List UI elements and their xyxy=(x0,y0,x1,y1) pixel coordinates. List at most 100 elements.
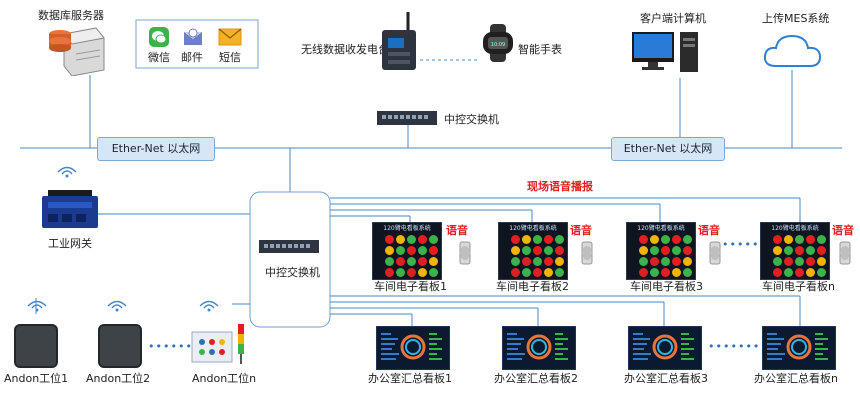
status-light xyxy=(511,246,520,255)
status-light xyxy=(407,246,416,255)
status-light xyxy=(817,235,826,244)
andon-station-1-device xyxy=(14,324,58,368)
ethernet-pill-left: Ether-Net 以太网 xyxy=(97,137,215,161)
status-light xyxy=(396,235,405,244)
workshop-board-3-screen: 120臂电看板系统 xyxy=(626,222,696,280)
speaker-icon xyxy=(839,241,851,265)
status-light xyxy=(407,235,416,244)
status-light xyxy=(817,257,826,266)
office-board-3-screen xyxy=(628,326,702,370)
client-computer-label: 客户端计算机 xyxy=(640,12,706,25)
workshop-board-label-3: 车间电子看板3 xyxy=(630,280,703,293)
status-light xyxy=(418,235,427,244)
gateway-label: 工业网关 xyxy=(48,237,92,250)
watch-label: 智能手表 xyxy=(518,43,562,56)
status-light xyxy=(385,235,394,244)
status-light xyxy=(407,257,416,266)
status-light xyxy=(650,246,659,255)
db-server-label: 数据库服务器 xyxy=(38,9,104,22)
status-light xyxy=(429,246,438,255)
office-board-2-screen xyxy=(502,326,576,370)
status-light xyxy=(683,246,692,255)
status-light xyxy=(385,257,394,266)
dashboard-graphics xyxy=(767,333,828,360)
status-light xyxy=(555,268,564,277)
status-light xyxy=(639,246,648,255)
status-light xyxy=(418,257,427,266)
office-board-label-n: 办公室汇总看板n xyxy=(754,372,838,385)
cloud-icon xyxy=(763,34,822,67)
top-switch-label: 中控交换机 xyxy=(444,113,499,126)
status-light xyxy=(806,268,815,277)
status-light xyxy=(555,257,564,266)
status-light xyxy=(396,268,405,277)
office-board-1-screen xyxy=(376,326,450,370)
wifi-signal-icon xyxy=(199,300,219,312)
status-light xyxy=(429,268,438,277)
status-light xyxy=(661,235,670,244)
voice-tag-n: 语音 xyxy=(832,224,854,237)
status-light xyxy=(773,235,782,244)
status-light xyxy=(533,246,542,255)
voice-tag-3: 语音 xyxy=(698,224,720,237)
status-light xyxy=(544,235,553,244)
speaker-icon xyxy=(459,241,471,265)
status-light xyxy=(661,257,670,266)
voice-tag-1: 语音 xyxy=(446,224,468,237)
top-switch-icon xyxy=(377,111,437,125)
speaker-icon xyxy=(709,241,721,265)
status-light xyxy=(511,257,520,266)
status-light xyxy=(806,235,815,244)
andon-label-2: Andon工位2 xyxy=(86,372,151,385)
industrial-gateway-icon xyxy=(42,190,98,228)
andon-box-icon xyxy=(191,324,244,364)
mes-label: 上传MES系统 xyxy=(762,12,830,25)
status-light xyxy=(672,257,681,266)
status-light xyxy=(672,235,681,244)
workshop-board-n-screen: 120臂电看板系统 xyxy=(760,222,830,280)
wechat-icon xyxy=(149,27,169,47)
status-light xyxy=(650,235,659,244)
status-light xyxy=(533,235,542,244)
status-light xyxy=(396,246,405,255)
status-light xyxy=(555,235,564,244)
status-light xyxy=(555,246,564,255)
status-light xyxy=(817,268,826,277)
status-light xyxy=(429,235,438,244)
dashboard-graphics xyxy=(381,333,442,360)
status-light xyxy=(544,246,553,255)
database-server-icon xyxy=(49,27,105,76)
status-light xyxy=(650,257,659,266)
status-light xyxy=(511,268,520,277)
office-board-label-2: 办公室汇总看板2 xyxy=(494,372,578,385)
wifi-signal-icon xyxy=(27,300,47,312)
status-light xyxy=(639,257,648,266)
status-light xyxy=(511,235,520,244)
status-light xyxy=(522,268,531,277)
status-light xyxy=(784,246,793,255)
status-light xyxy=(522,257,531,266)
status-light xyxy=(533,268,542,277)
board-title: 120臂电看板系统 xyxy=(637,225,685,232)
office-ellipsis: ••••••• xyxy=(708,340,761,353)
status-light xyxy=(396,257,405,266)
wifi-signal-icon xyxy=(107,300,127,312)
status-light xyxy=(544,257,553,266)
board-title: 120臂电看板系统 xyxy=(771,225,819,232)
status-light xyxy=(418,246,427,255)
status-light xyxy=(385,246,394,255)
speaker-icon xyxy=(581,241,593,265)
status-light xyxy=(522,246,531,255)
email-label: 邮件 xyxy=(181,51,203,64)
status-light xyxy=(683,268,692,277)
voice-tag-2: 语音 xyxy=(570,224,592,237)
status-light xyxy=(795,246,804,255)
smart-watch-icon: 10:09 xyxy=(483,24,513,62)
board-title: 120臂电看板系统 xyxy=(509,225,557,232)
status-light xyxy=(385,268,394,277)
workshop-board-2-screen: 120臂电看板系统 xyxy=(498,222,568,280)
status-light xyxy=(672,246,681,255)
status-light xyxy=(773,246,782,255)
sms-label: 短信 xyxy=(219,51,241,64)
status-light xyxy=(661,268,670,277)
